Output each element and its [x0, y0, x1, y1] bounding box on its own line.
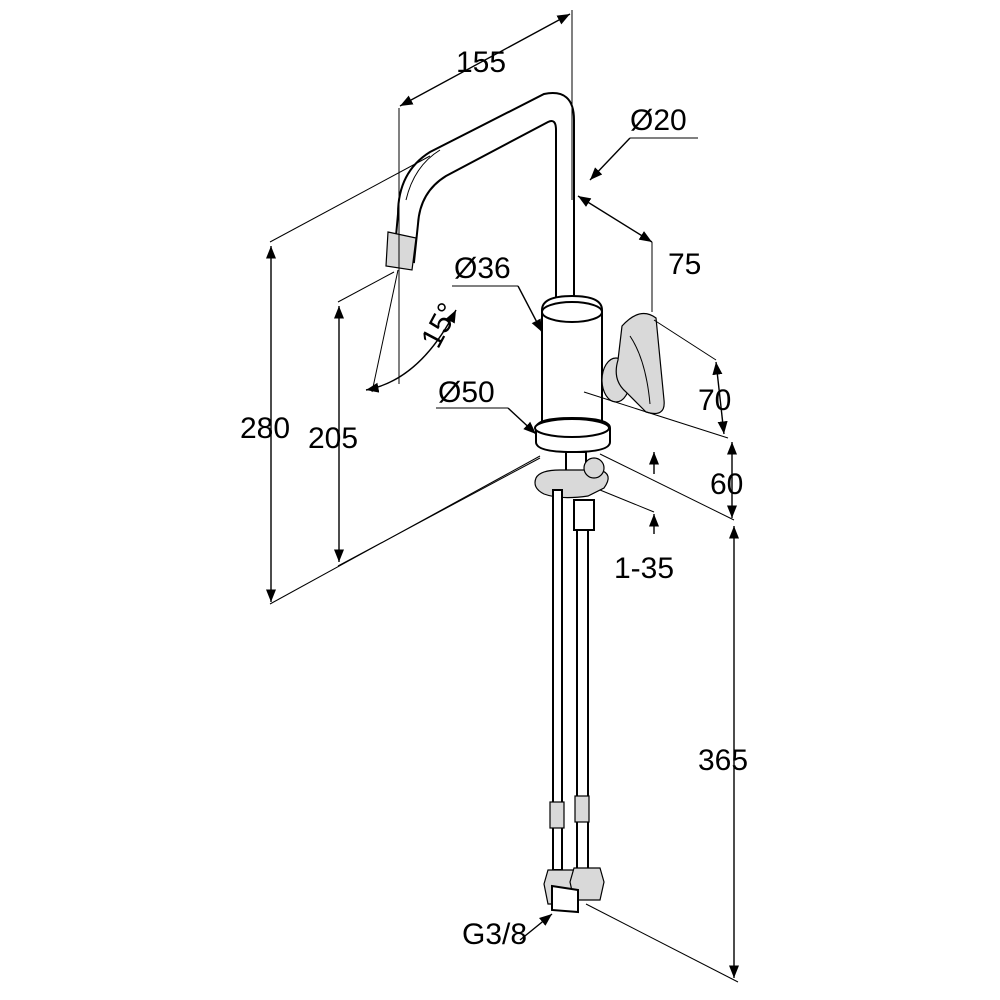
dim-deck-thickness-label: 1-35 [614, 552, 674, 585]
body-top [541, 301, 603, 323]
dim-handle-height-label: 70 [698, 384, 731, 417]
base-flange-top [534, 418, 610, 438]
dim-spout-diameter-label: Ø20 [630, 104, 687, 137]
dim-spout-angle-label: 15° [415, 298, 465, 354]
dim-total-height-label: 280 [240, 412, 290, 445]
lever-handle [615, 312, 665, 415]
dim-spout-offset-label: 75 [668, 248, 701, 281]
connection-nut-front [551, 884, 579, 914]
hose-left-crimp [549, 801, 565, 829]
spout-nozzle [385, 231, 417, 271]
hose-right-crimp [574, 795, 590, 823]
clamp-nut [583, 457, 605, 479]
dim-hose-length-label: 365 [698, 744, 748, 777]
dimension-lines [265, 10, 740, 983]
dimension-labels: 155 Ø20 75 Ø36 15° Ø50 280 205 70 60 1-3… [240, 46, 748, 951]
dim-outlet-height-label: 205 [308, 422, 358, 455]
dim-base-height-label: 60 [710, 468, 743, 501]
dim-connection-thread-label: G3/8 [462, 918, 527, 951]
dim-base-diameter-label: Ø50 [438, 376, 495, 409]
faucet-outline [385, 92, 665, 914]
spout-highlight [405, 149, 441, 201]
lever-handle-edge [629, 335, 651, 405]
hose-top-connector [573, 499, 595, 531]
dim-body-diameter-label: Ø36 [454, 252, 511, 285]
dim-reach-label: 155 [456, 46, 506, 79]
